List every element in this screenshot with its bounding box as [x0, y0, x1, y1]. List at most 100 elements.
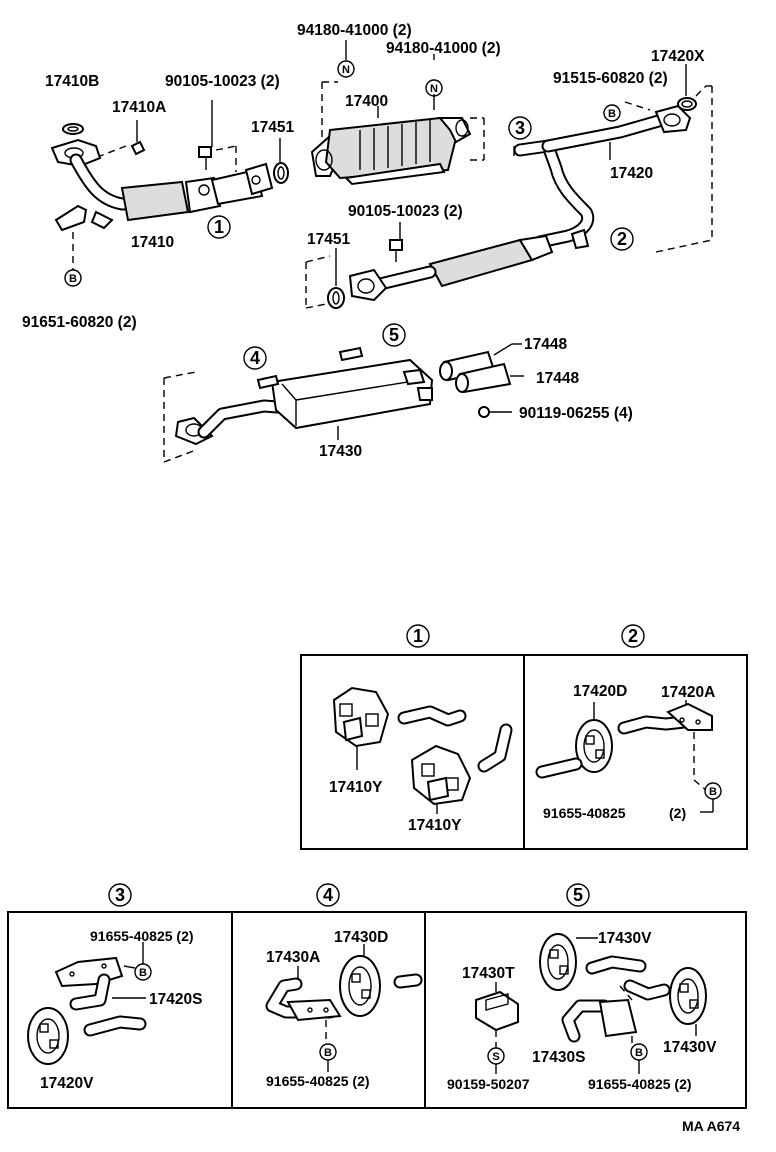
mount-17410y-right	[410, 744, 472, 814]
svg-text:5: 5	[389, 325, 399, 345]
label-17430v-a: 17430V	[598, 930, 652, 947]
center-exhaust-pipe	[348, 104, 692, 302]
bracket-17420a	[617, 700, 713, 791]
label-17448-b: 17448	[536, 370, 579, 387]
mount-17430v-lower	[669, 967, 707, 1036]
mount-17420d	[575, 702, 613, 773]
label-91655-detail4: 91655-40825 (2)	[266, 1073, 370, 1089]
label-17430d: 17430D	[334, 929, 388, 946]
label-17420a: 17420A	[661, 684, 715, 701]
label-17451-top: 17451	[251, 119, 294, 136]
svg-text:2: 2	[628, 626, 638, 646]
detail-box-3-4-5	[7, 911, 747, 1109]
badge-b-detail2: B	[700, 782, 722, 813]
label-17451-mid: 17451	[307, 231, 350, 248]
callout-3-detail: 3	[108, 883, 132, 907]
main-muffler	[174, 346, 434, 446]
label-94180-a: 94180-41000 (2)	[297, 22, 412, 39]
pipe-stub-d4	[393, 973, 423, 989]
label-17420d: 17420D	[573, 683, 627, 700]
callout-1-detail: 1	[406, 624, 430, 648]
label-91655-detail5: 91655-40825 (2)	[588, 1076, 692, 1092]
label-90105-top: 90105-10023 (2)	[165, 73, 280, 90]
catalytic-converter	[310, 116, 472, 186]
label-90119: 90119-06255 (4)	[519, 405, 633, 422]
gasket-17420x	[677, 97, 697, 111]
svg-text:4: 4	[250, 348, 260, 368]
svg-text:3: 3	[115, 885, 125, 905]
label-91655-detail2-qty: (2)	[669, 805, 686, 821]
label-17430t: 17430T	[462, 965, 515, 982]
svg-text:1: 1	[413, 626, 423, 646]
pipe-stub-d2	[535, 757, 583, 779]
pipe-stub-d5-lower	[623, 979, 671, 1001]
svg-text:5: 5	[573, 885, 583, 905]
label-94180-b: 94180-41000 (2)	[386, 40, 501, 57]
label-17410b: 17410B	[45, 73, 99, 90]
svg-text:S: S	[492, 1051, 499, 1063]
label-91651: 91651-60820 (2)	[22, 314, 137, 331]
label-17430s: 17430S	[532, 1049, 585, 1066]
svg-text:N: N	[430, 83, 438, 95]
mount-17430v-upper	[539, 933, 598, 991]
svg-text:B: B	[69, 273, 77, 285]
callout-4-top: 4	[243, 346, 267, 370]
isolator-17430t	[475, 982, 519, 1048]
label-90159: 90159-50207	[447, 1076, 530, 1092]
gasket-17451-mid	[327, 287, 345, 309]
gasket-17451-top	[273, 162, 289, 184]
label-17410y-b: 17410Y	[408, 817, 462, 834]
bracket-17430s	[561, 985, 638, 1044]
bolt-90119	[478, 406, 512, 418]
badge-b-detail5: B	[630, 1043, 648, 1074]
svg-text:2: 2	[617, 229, 627, 249]
label-17400: 17400	[345, 93, 388, 110]
pipe-stub-d5-upper	[585, 955, 647, 975]
callout-3-top: 3	[508, 116, 532, 140]
label-17410y-a: 17410Y	[329, 779, 383, 796]
callout-2-detail: 2	[621, 624, 645, 648]
mount-17410y-left	[332, 686, 390, 770]
svg-text:3: 3	[515, 118, 525, 138]
label-17430a: 17430A	[266, 949, 320, 966]
pipe-stub-d3	[83, 1015, 147, 1037]
label-17430: 17430	[319, 443, 362, 460]
pipe-stub-d1-a	[397, 705, 467, 727]
svg-text:B: B	[139, 967, 147, 979]
callout-2-top: 2	[610, 227, 634, 251]
callout-4-detail: 4	[316, 883, 340, 907]
label-17410a: 17410A	[112, 99, 166, 116]
callout-1-top: 1	[207, 215, 231, 239]
svg-text:N: N	[342, 64, 350, 76]
label-91655-detail2: 91655-40825	[543, 805, 626, 821]
svg-text:4: 4	[323, 885, 333, 905]
badge-b-91651: B	[64, 269, 82, 287]
gasket-17410b	[62, 123, 84, 135]
label-17420v: 17420V	[40, 1075, 94, 1092]
badge-b-91515: B	[603, 104, 621, 122]
label-17430v-b: 17430V	[663, 1039, 717, 1056]
badge-n-right: N	[425, 79, 443, 97]
label-17448-a: 17448	[524, 336, 567, 353]
label-17420x: 17420X	[651, 48, 705, 65]
svg-text:B: B	[635, 1047, 643, 1059]
bracket-17430a	[265, 966, 342, 1044]
label-90105-mid: 90105-10023 (2)	[348, 203, 463, 220]
label-91655-detail3: 91655-40825 (2)	[90, 928, 194, 944]
nut-17410a	[130, 140, 146, 156]
svg-text:B: B	[608, 108, 616, 120]
label-17410: 17410	[131, 234, 174, 251]
mount-17430d	[339, 944, 381, 1017]
label-17420s: 17420S	[149, 991, 202, 1008]
pipe-stub-d1-b	[477, 723, 513, 773]
mount-17420v	[27, 1007, 69, 1065]
callout-5-detail: 5	[566, 883, 590, 907]
label-17420: 17420	[610, 165, 653, 182]
tailpipe-tip-lower	[455, 362, 524, 394]
bolt-90105-top	[198, 100, 213, 170]
svg-text:1: 1	[214, 217, 224, 237]
diagram-code: MA A674	[682, 1118, 740, 1134]
bracket-17420s	[54, 956, 146, 1011]
badge-n-left: N	[337, 60, 355, 78]
